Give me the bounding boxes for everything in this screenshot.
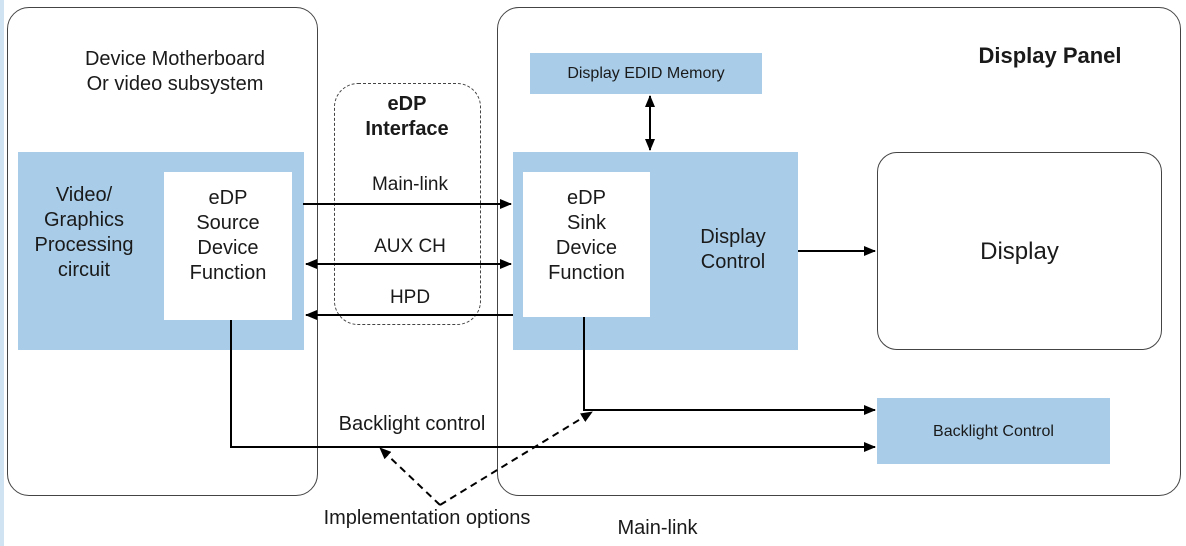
motherboard-title: Device Motherboard Or video subsystem	[84, 48, 266, 95]
interface-title: eDP Interface	[365, 93, 449, 140]
display-box	[877, 152, 1162, 350]
edp-source-device-function-box	[164, 172, 292, 320]
backlight-control-box	[877, 398, 1110, 464]
display-control-label: Display Control	[700, 226, 766, 273]
display-edid-memory-box	[530, 53, 762, 94]
main-link-label: Main-link	[371, 174, 449, 195]
edp-sink-device-function-box	[523, 172, 650, 317]
source-to-backlight-arrow	[230, 320, 876, 452]
implementation-to-sink-dashed-arrow	[439, 411, 593, 506]
sink-label: eDP Sink Device Function	[548, 187, 625, 284]
backlight-box-label: Backlight Control	[933, 423, 1054, 440]
sink-to-backlight-arrow	[583, 317, 876, 415]
left-edge-strip	[0, 0, 4, 546]
source-label: eDP Source Device Function	[189, 187, 267, 284]
edid-label: Display EDID Memory	[567, 65, 725, 82]
implementation-options-annotation: Implementation options	[323, 507, 531, 529]
motherboard-panel	[7, 7, 318, 496]
display-label: Display	[980, 238, 1059, 265]
aux-ch-label: AUX CH	[374, 236, 446, 257]
main-link-bottom-annotation: Main-link	[617, 517, 698, 539]
backlight-control-annotation: Backlight control	[338, 413, 486, 435]
display-panel	[497, 7, 1181, 496]
processing-label: Video/ Graphics Processing circuit	[34, 184, 134, 281]
implementation-to-backlight-dashed-arrow	[379, 447, 441, 506]
hpd-label: HPD	[389, 287, 431, 308]
display-panel-title: Display Panel	[978, 43, 1122, 68]
